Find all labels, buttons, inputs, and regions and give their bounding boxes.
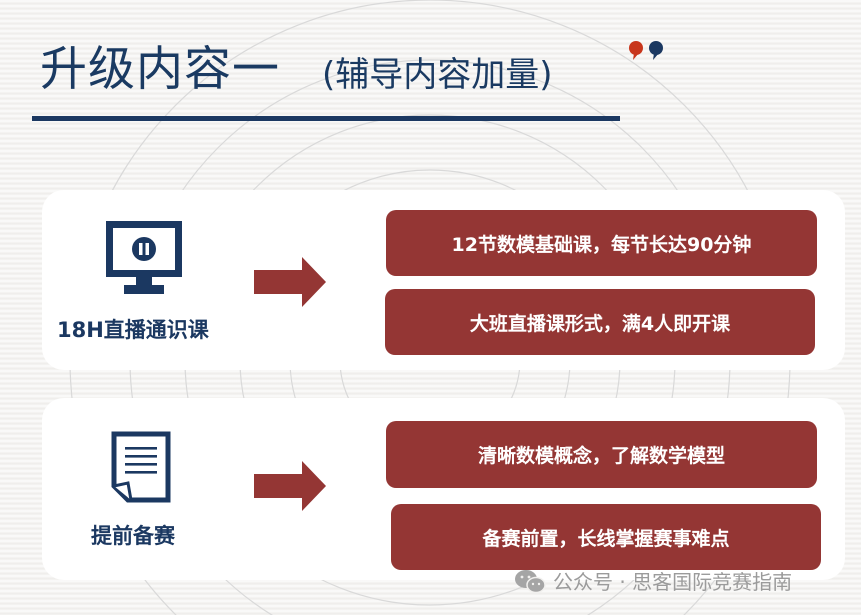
arrow-right-icon [254,461,326,511]
feature-box: 清晰数模概念，了解数学模型 [386,421,817,488]
title-main: 升级内容一 [40,42,280,97]
title-subtitle: (辅导内容加量) [322,55,553,95]
speech-bubble-quote-icon [629,41,663,60]
watermark: 公众号 · 思客国际竞赛指南 [513,566,792,595]
feature-box: 大班直播课形式，满4人即开课 [385,289,815,355]
title-underline [32,116,620,121]
section-label: 提前备赛 [91,524,175,548]
feature-box: 备赛前置，长线掌握赛事难点 [391,504,821,570]
watermark-text: 公众号 · 思客国际竞赛指南 [553,570,793,594]
section-label: 18H直播通识课 [57,318,209,342]
feature-box: 12节数模基础课，每节长达90分钟 [386,210,817,276]
monitor-pause-icon [106,221,182,294]
arrow-right-icon [254,257,326,307]
wechat-icon [515,569,546,593]
document-icon [111,431,171,503]
